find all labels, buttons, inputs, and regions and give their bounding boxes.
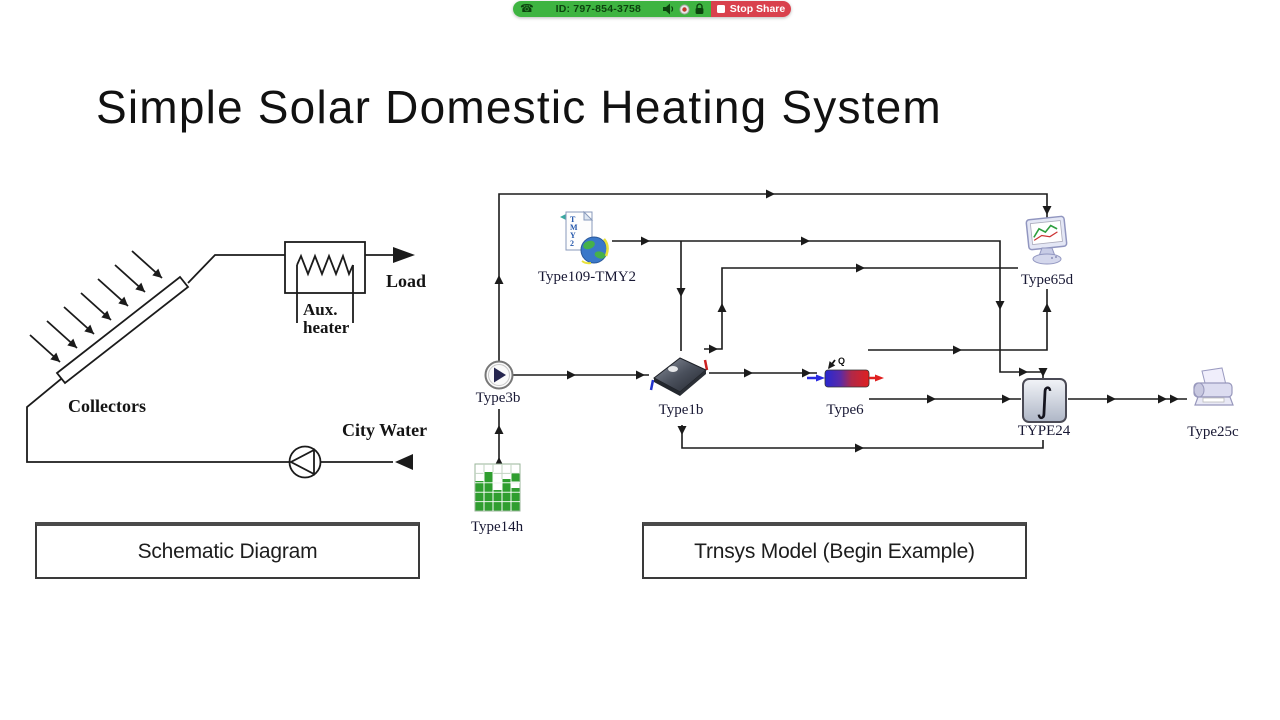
connector-lines <box>498 193 1187 465</box>
weather-data-icon: T M Y 2 <box>560 210 609 265</box>
city-water-label: City Water <box>342 420 427 440</box>
caption-right-text: Trnsys Model (Begin Example) <box>694 539 975 563</box>
audio-icon[interactable] <box>663 3 675 15</box>
node-label-type14h: Type14h <box>470 519 524 535</box>
stop-share-button[interactable]: Stop Share <box>711 1 791 17</box>
caption-left-text: Schematic Diagram <box>137 539 318 563</box>
screen-share-bar: ☎ ID: 797-854-3758 Stop Share <box>513 1 791 17</box>
aux-heater-box <box>284 241 366 294</box>
node-label-type109: Type109-TMY2 <box>537 269 637 285</box>
collector-panel <box>55 275 190 385</box>
svg-text:T: T <box>570 215 576 224</box>
node-label-type3b: Type3b <box>475 390 521 406</box>
connector-arrows <box>494 189 1179 466</box>
stop-share-label: Stop Share <box>729 3 786 15</box>
node-label-type24: TYPE24 <box>1017 423 1071 439</box>
aux-label-line2: heater <box>303 318 350 337</box>
svg-text:M: M <box>570 223 578 232</box>
record-icon[interactable] <box>679 3 690 15</box>
svg-text:∫: ∫ <box>1036 381 1054 421</box>
node-label-type25c: Type25c <box>1187 424 1239 440</box>
slide-title: Simple Solar Domestic Heating System <box>96 81 942 133</box>
node-label-type1b: Type1b <box>658 402 704 418</box>
city-water-arrow-icon <box>395 454 413 470</box>
aux-label-line1: Aux. <box>303 300 337 319</box>
node-label-type65d: Type65d <box>1020 272 1074 288</box>
caption-schematic-diagram: Schematic Diagram <box>35 522 420 579</box>
heating-element-coil <box>296 253 354 277</box>
solar-collector-icon <box>649 357 709 396</box>
share-bar-green-section: ☎ ID: 797-854-3758 <box>513 1 711 17</box>
phone-icon: ☎ <box>520 2 534 15</box>
collectors-label: Collectors <box>68 396 146 416</box>
node-label-type6: Type6 <box>826 402 864 418</box>
load-arrow-icon <box>393 247 415 263</box>
pump-icon <box>484 360 514 390</box>
load-label: Load <box>386 271 426 291</box>
integrator-icon: ∫ <box>1022 378 1067 423</box>
aux-heater-icon: Q <box>807 356 884 388</box>
caption-trnsys-model: Trnsys Model (Begin Example) <box>642 522 1027 579</box>
online-plotter-icon <box>1025 215 1068 265</box>
printer-icon <box>1193 367 1234 406</box>
lock-icon <box>695 3 704 14</box>
svg-text:2: 2 <box>570 239 574 248</box>
forcing-function-icon <box>474 463 521 512</box>
q-label: Q <box>838 356 845 366</box>
meeting-id-label: ID: 797-854-3758 <box>555 3 642 15</box>
stop-icon <box>716 5 725 13</box>
schematic-diagram: Collectors Aux. heater Load City Water <box>26 241 427 479</box>
svg-text:Y: Y <box>570 231 576 240</box>
trnsys-model-diagram: T M Y 2 <box>474 189 1234 512</box>
